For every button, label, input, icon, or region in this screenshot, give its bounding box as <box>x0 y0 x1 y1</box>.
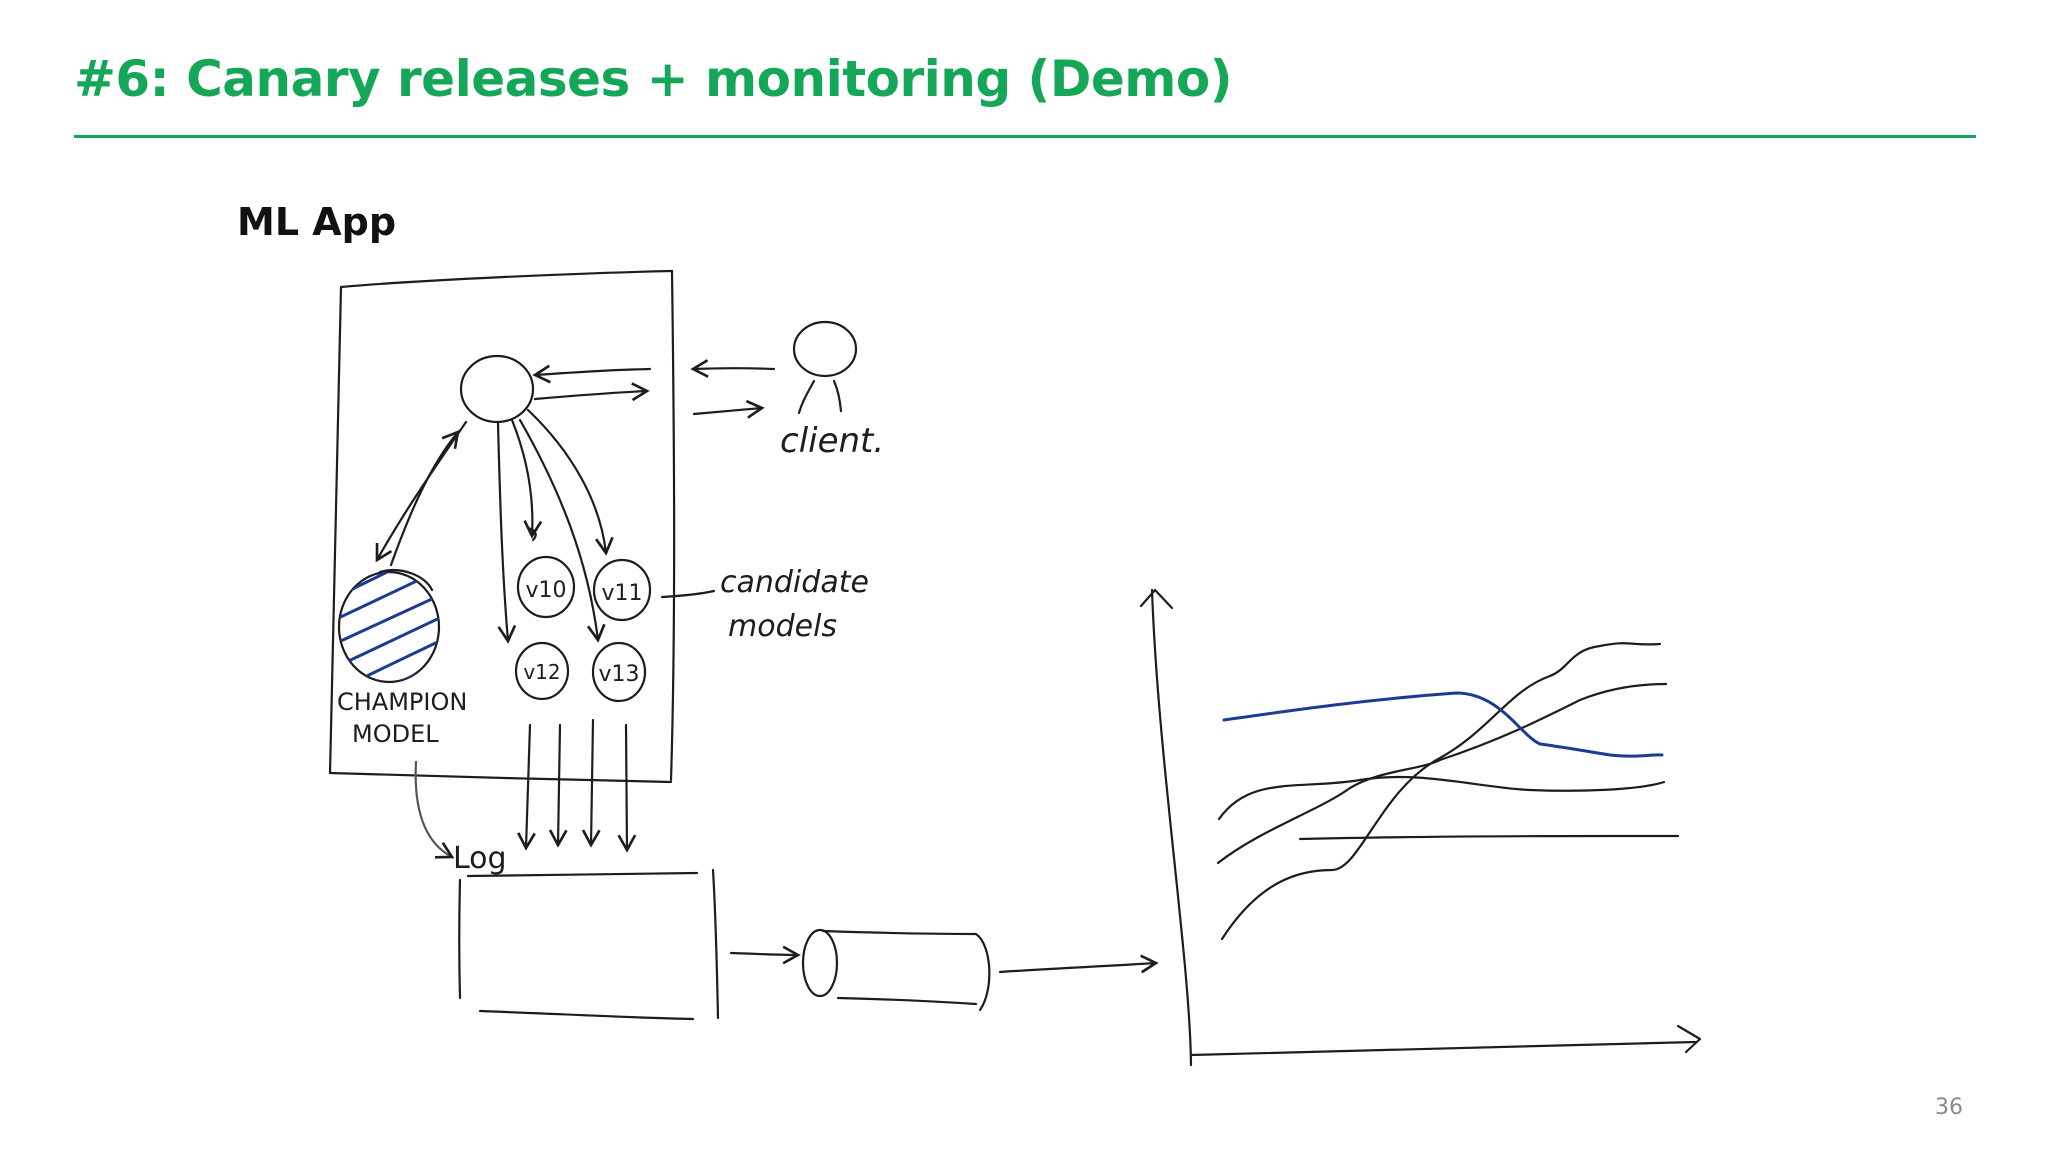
champion-label-line2: MODEL <box>352 720 439 748</box>
champion-to-router-arrow <box>389 429 460 567</box>
candidate-label-connector <box>660 589 716 599</box>
client-response-arrow <box>692 399 765 419</box>
chart-y-axis <box>1150 588 1193 1067</box>
client-icon <box>792 320 858 415</box>
candidate-model-v13-label: v13 <box>598 662 639 687</box>
client-label: client. <box>780 421 884 461</box>
champion-model-node <box>337 569 441 684</box>
client-request-arrow <box>690 359 776 378</box>
chart-x-axis <box>1189 1040 1697 1057</box>
router-node <box>459 354 535 424</box>
monitoring-chart <box>1139 588 1702 1067</box>
request-arrow <box>532 364 652 384</box>
response-arrow <box>533 382 650 402</box>
metric-line-champion <box>1222 691 1664 758</box>
pipe-to-chart-arrow <box>998 954 1159 974</box>
candidate-model-v10-label: v10 <box>525 578 566 603</box>
log-label: Log <box>453 841 507 876</box>
metric-line-1 <box>1220 642 1662 941</box>
data-pipe <box>801 928 991 1012</box>
log-arrow-4 <box>617 723 637 853</box>
candidate-model-v11 <box>592 558 652 622</box>
router-to-champion-arrow <box>375 420 468 563</box>
slide-title: #6: Canary releases + monitoring (Demo) <box>74 50 1233 108</box>
metric-line-4 <box>1298 834 1680 841</box>
router-to-v11-arrow <box>526 408 614 556</box>
page-number: 36 <box>1935 1095 1963 1120</box>
candidate-model-v10 <box>516 555 576 619</box>
metric-line-3 <box>1217 775 1666 821</box>
log-store-box <box>458 868 720 1021</box>
champion-label-line1: CHAMPION <box>337 688 467 716</box>
metric-line-2 <box>1216 682 1668 865</box>
section-heading: ML App <box>237 200 397 244</box>
router-to-v12-arrow <box>496 421 517 644</box>
log-arrow-3 <box>581 718 601 848</box>
candidate-model-v12-label: v12 <box>523 660 560 684</box>
candidate-model-v13 <box>591 641 647 703</box>
log-to-pipe-arrow <box>729 945 801 965</box>
title-divider <box>74 135 1976 138</box>
champion-to-log-arrow <box>414 760 455 859</box>
router-to-v10-arrow <box>510 418 543 539</box>
candidate-label-line1: candidate <box>720 565 869 600</box>
candidate-label-line2: models <box>728 609 837 644</box>
candidate-model-v12 <box>514 641 570 701</box>
log-arrow-2 <box>548 723 568 848</box>
log-arrow-1 <box>517 723 536 851</box>
router-to-v13-arrow <box>518 418 606 643</box>
candidate-model-v11-label: v11 <box>601 581 642 606</box>
